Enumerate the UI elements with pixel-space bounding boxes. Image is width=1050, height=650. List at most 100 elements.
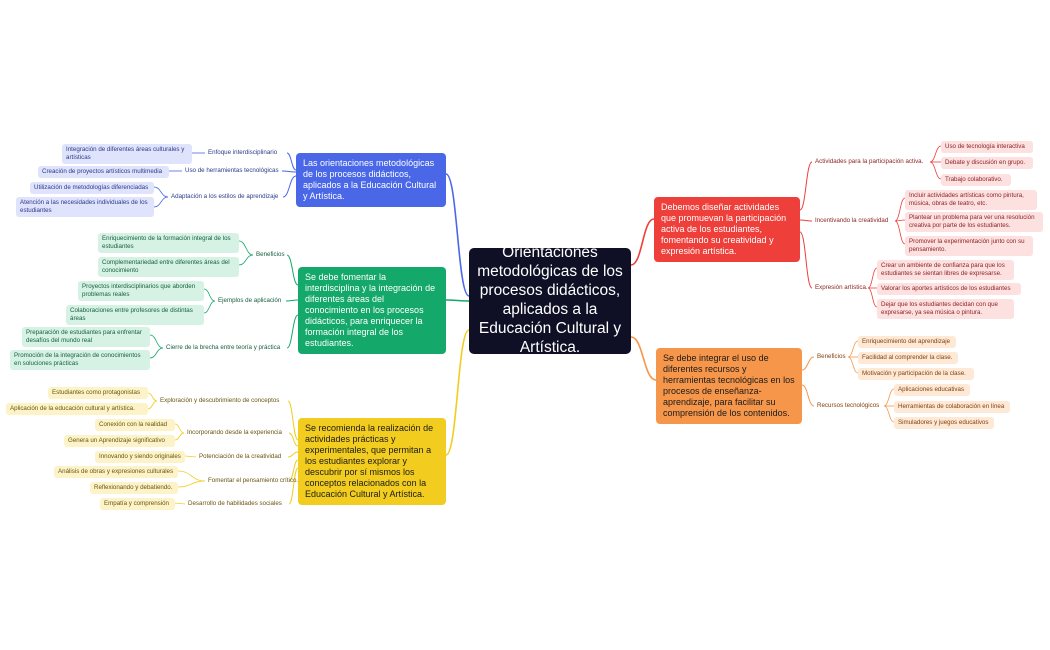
leaf-simuladores-juegos[interactable]: Simuladores y juegos educativos [894,417,994,429]
leaf-enriquecimiento-formacion[interactable]: Enriquecimiento de la formación integral… [98,233,239,253]
leaf-conexion-realidad[interactable]: Conexión con la realidad [95,419,175,431]
connector-center-orange [630,336,657,381]
connector-yellow-sub2 [288,432,299,447]
topic-green-interdisciplina[interactable]: Se debe fomentar la interdisciplina y la… [298,267,446,354]
connector-blue-leaf3 [153,186,169,198]
connector-green-sub1 [286,254,299,286]
connector-yellow-leaf6 [177,470,206,482]
topic-text: Se recomienda la realización de activida… [305,423,434,499]
connector-yellow-sub4 [288,459,299,482]
leaf-complementariedad-areas[interactable]: Complementariedad entre diferentes áreas… [98,257,239,277]
connector-orange-leaf4 [883,388,895,407]
subtopic-enfoque-interdisciplinario[interactable]: Enfoque interdisciplinario [208,149,278,156]
connector-yellow-sub5 [288,467,299,505]
leaf-debate-discusion[interactable]: Debate y discusión en grupo. [941,157,1033,169]
subtopic-potenciacion-creatividad[interactable]: Potenciación de la creatividad [199,453,282,460]
connector-green-leaf1 [238,240,254,256]
leaf-integracion-areas[interactable]: Integración de diferentes áreas cultural… [62,144,192,164]
leaf-analisis-obras[interactable]: Análisis de obras y expresiones cultural… [54,466,178,478]
subtopic-incentivando-creatividad[interactable]: Incentivando la creatividad [815,217,889,224]
connector-blue-sub3 [282,175,297,198]
leaf-estudiantes-protagonistas[interactable]: Estudiantes como protagonistas [48,387,148,399]
subtopic-uso-herramientas-tecnologicas[interactable]: Uso de herramientas tecnológicas [185,167,279,174]
connector-green-sub3 [286,314,299,349]
connector-center-blue [445,173,470,297]
connector-red-sub3 [799,231,813,289]
leaf-ambiente-confianza[interactable]: Crear un ambiente de confianza para que … [877,260,1014,280]
subtopic-incorporando-experiencia[interactable]: Incorporando desde la experiencia [187,429,282,436]
connector-blue-sub1 [286,152,297,171]
connector-yellow-leaf2 [147,400,158,410]
subtopic-exploracion-descubrimiento[interactable]: Exploración y descubrimiento de concepto… [160,397,280,404]
subtopic-expresion-artistica[interactable]: Expresión artística. [815,284,868,291]
topic-text: Se debe fomentar la interdisciplina y la… [305,272,436,348]
subtopic-green-beneficios[interactable]: Beneficios [256,251,285,258]
connector-red-leaf7 [867,267,878,289]
leaf-aplicacion-educacion[interactable]: Aplicación de la educación cultural y ar… [6,403,148,415]
connector-green-leaf4 [203,300,216,314]
leaf-plantear-problema[interactable]: Plantear un problema para ver una resolu… [905,212,1043,232]
connector-blue-sub2 [281,170,297,173]
subtopic-habilidades-sociales[interactable]: Desarrollo de habilidades sociales [188,500,282,507]
connector-red-leaf3 [929,161,942,180]
connector-green-sub2 [285,299,299,302]
leaf-innovando-originales[interactable]: Innovando y siendo originales [95,451,185,463]
connector-yellow-leaf1 [147,392,158,402]
leaf-dejar-decidan[interactable]: Dejar que los estudiantes decidan con qu… [877,299,1014,319]
subtopic-orange-beneficios[interactable]: Beneficios [817,353,846,360]
subtopic-pensamiento-critico[interactable]: Fomentar el pensamiento crítico. [208,477,299,484]
leaf-metodologias-diferenciadas[interactable]: Utilización de metodologías diferenciada… [30,182,154,194]
connector-yellow-leaf5 [184,455,197,458]
leaf-colaboraciones-profesores[interactable]: Colaboraciones entre profesores de disti… [66,305,204,325]
leaf-proyectos-multimedia[interactable]: Creación de proyectos artísticos multime… [38,166,169,178]
connector-red-sub1 [799,161,813,211]
leaf-herramientas-colaboracion[interactable]: Herramientas de colaboración en línea [894,401,1010,413]
leaf-preparacion-estudiantes[interactable]: Preparación de estudiantes para enfrenta… [22,327,150,347]
leaf-aprendizaje-significativo[interactable]: Genera un Aprendizaje significativo [64,435,175,447]
leaf-trabajo-colaborativo[interactable]: Trabajo colaborativo. [941,174,1011,186]
connector-red-sub2 [799,219,813,222]
connector-orange-leaf6 [883,405,895,423]
leaf-valorar-aportes[interactable]: Valorar los aportes artísticos de los es… [877,283,1021,295]
leaf-facilidad-comprender[interactable]: Facilidad al comprender la clase. [858,352,958,364]
leaf-reflexionando-debatiendo[interactable]: Reflexionando y debatiendo. [90,482,178,494]
topic-red-participacion-activa[interactable]: Debemos diseñar actividades que promueva… [654,197,800,262]
connector-yellow-sub1 [287,400,299,441]
leaf-empatia-comprension[interactable]: Empatía y comprensión [100,498,175,510]
connector-orange-leaf1 [847,340,859,358]
leaf-necesidades-individuales[interactable]: Atención a las necesidades individuales … [16,197,154,217]
connector-red-leaf9 [867,287,878,308]
topic-text: Debemos diseñar actividades que promueva… [661,202,787,256]
leaf-promocion-integracion[interactable]: Promoción de la integración de conocimie… [10,350,150,370]
leaf-incluir-actividades-artisticas[interactable]: Incluir actividades artísticas como pint… [905,190,1037,210]
leaf-tecnologia-interactiva[interactable]: Uso de tecnología interactiva [941,141,1033,153]
subtopic-ejemplos-aplicacion[interactable]: Ejemplos de aplicación [218,297,282,304]
connector-orange-leaf3 [847,356,859,374]
connector-orange-sub2 [801,384,815,407]
connector-green-leaf6 [149,347,164,359]
topic-yellow-actividades-practicas[interactable]: Se recomienda la realización de activida… [298,418,446,505]
leaf-promover-experimentacion[interactable]: Promover la experimentación junto con su… [905,236,1033,256]
connector-yellow-leaf8 [174,502,186,505]
connector-green-leaf2 [238,254,254,266]
leaf-motivacion-participacion[interactable]: Motivación y participación de la clase. [858,368,974,380]
subtopic-adaptacion-estilos[interactable]: Adaptación a los estilos de aprendizaje [171,193,279,200]
central-topic[interactable]: Orientaciones metodológicas de los proce… [469,244,631,356]
topic-text: Las orientaciones metodológicas de los p… [303,158,437,201]
connector-yellow-leaf3 [174,423,185,434]
connector-center-green [445,299,470,302]
connector-center-red [630,218,655,266]
leaf-enriquecimiento-aprendizaje[interactable]: Enriquecimiento del aprendizaje [858,336,956,348]
topic-blue-orientaciones[interactable]: Las orientaciones metodológicas de los p… [296,153,446,207]
subtopic-actividades-participacion[interactable]: Actividades para la participación activa… [815,158,924,165]
leaf-proyectos-interdisciplinarios[interactable]: Proyectos interdisciplinarios que aborde… [78,281,204,301]
topic-orange-recursos-tecnologicos[interactable]: Se debe integrar el uso de diferentes re… [656,348,802,424]
subtopic-cierre-brecha[interactable]: Cierre de la brecha entre teoría y práct… [166,344,281,351]
subtopic-recursos-tecnologicos[interactable]: Recursos tecnológicos [817,402,880,409]
connector-blue-leaf4 [153,196,169,208]
connector-red-leaf6 [894,220,906,245]
leaf-aplicaciones-educativas[interactable]: Aplicaciones educativas [894,384,970,396]
connector-red-leaf4 [894,197,906,222]
